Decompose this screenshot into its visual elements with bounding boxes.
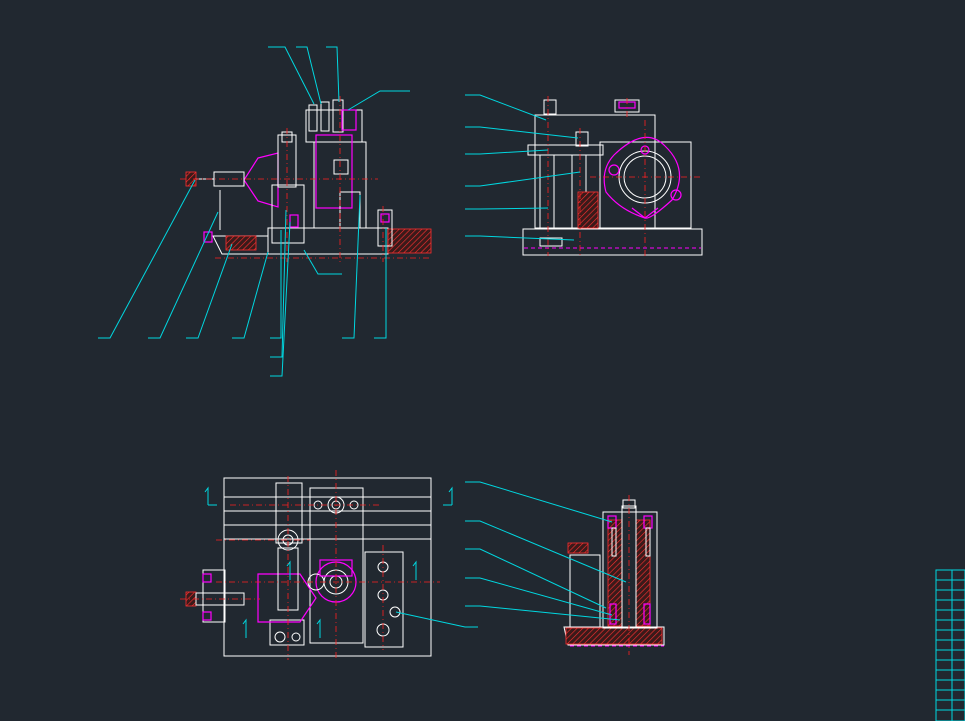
top-view [180,470,478,660]
section-leaders [465,481,627,621]
section-view [465,481,665,655]
side-leaders [465,94,581,241]
front-view [98,46,432,377]
title-block [935,569,965,721]
front-leaders [98,46,410,377]
side-view [465,94,703,258]
base-section-hatch [387,228,432,254]
